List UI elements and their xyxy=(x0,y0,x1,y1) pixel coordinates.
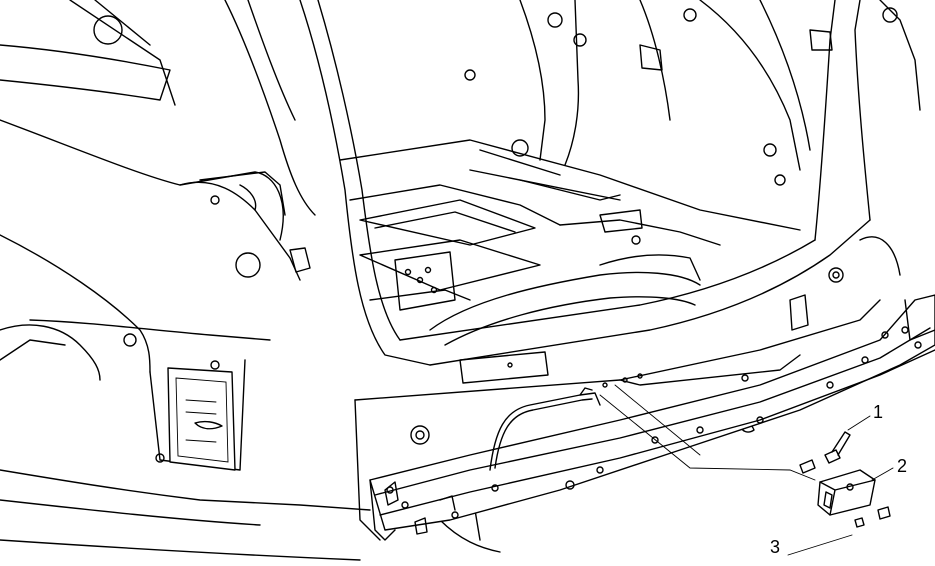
callout-leaders xyxy=(787,415,894,556)
alignment-leader-line xyxy=(599,384,816,481)
left-quarter-panel xyxy=(0,44,371,561)
fastener-bolt xyxy=(799,431,851,474)
callout-1-label: 1 xyxy=(873,402,884,422)
liftgate-opening-frame xyxy=(299,0,921,366)
wiring-harness xyxy=(489,373,643,471)
screw-fasteners xyxy=(854,506,891,528)
rear-pillar-left xyxy=(69,0,316,281)
module-bracket xyxy=(817,469,876,516)
callout-3-label: 3 xyxy=(770,537,781,557)
callout-2-label: 2 xyxy=(897,456,908,476)
rear-bumper-beam xyxy=(369,294,935,541)
cargo-floor-pan xyxy=(339,139,801,346)
